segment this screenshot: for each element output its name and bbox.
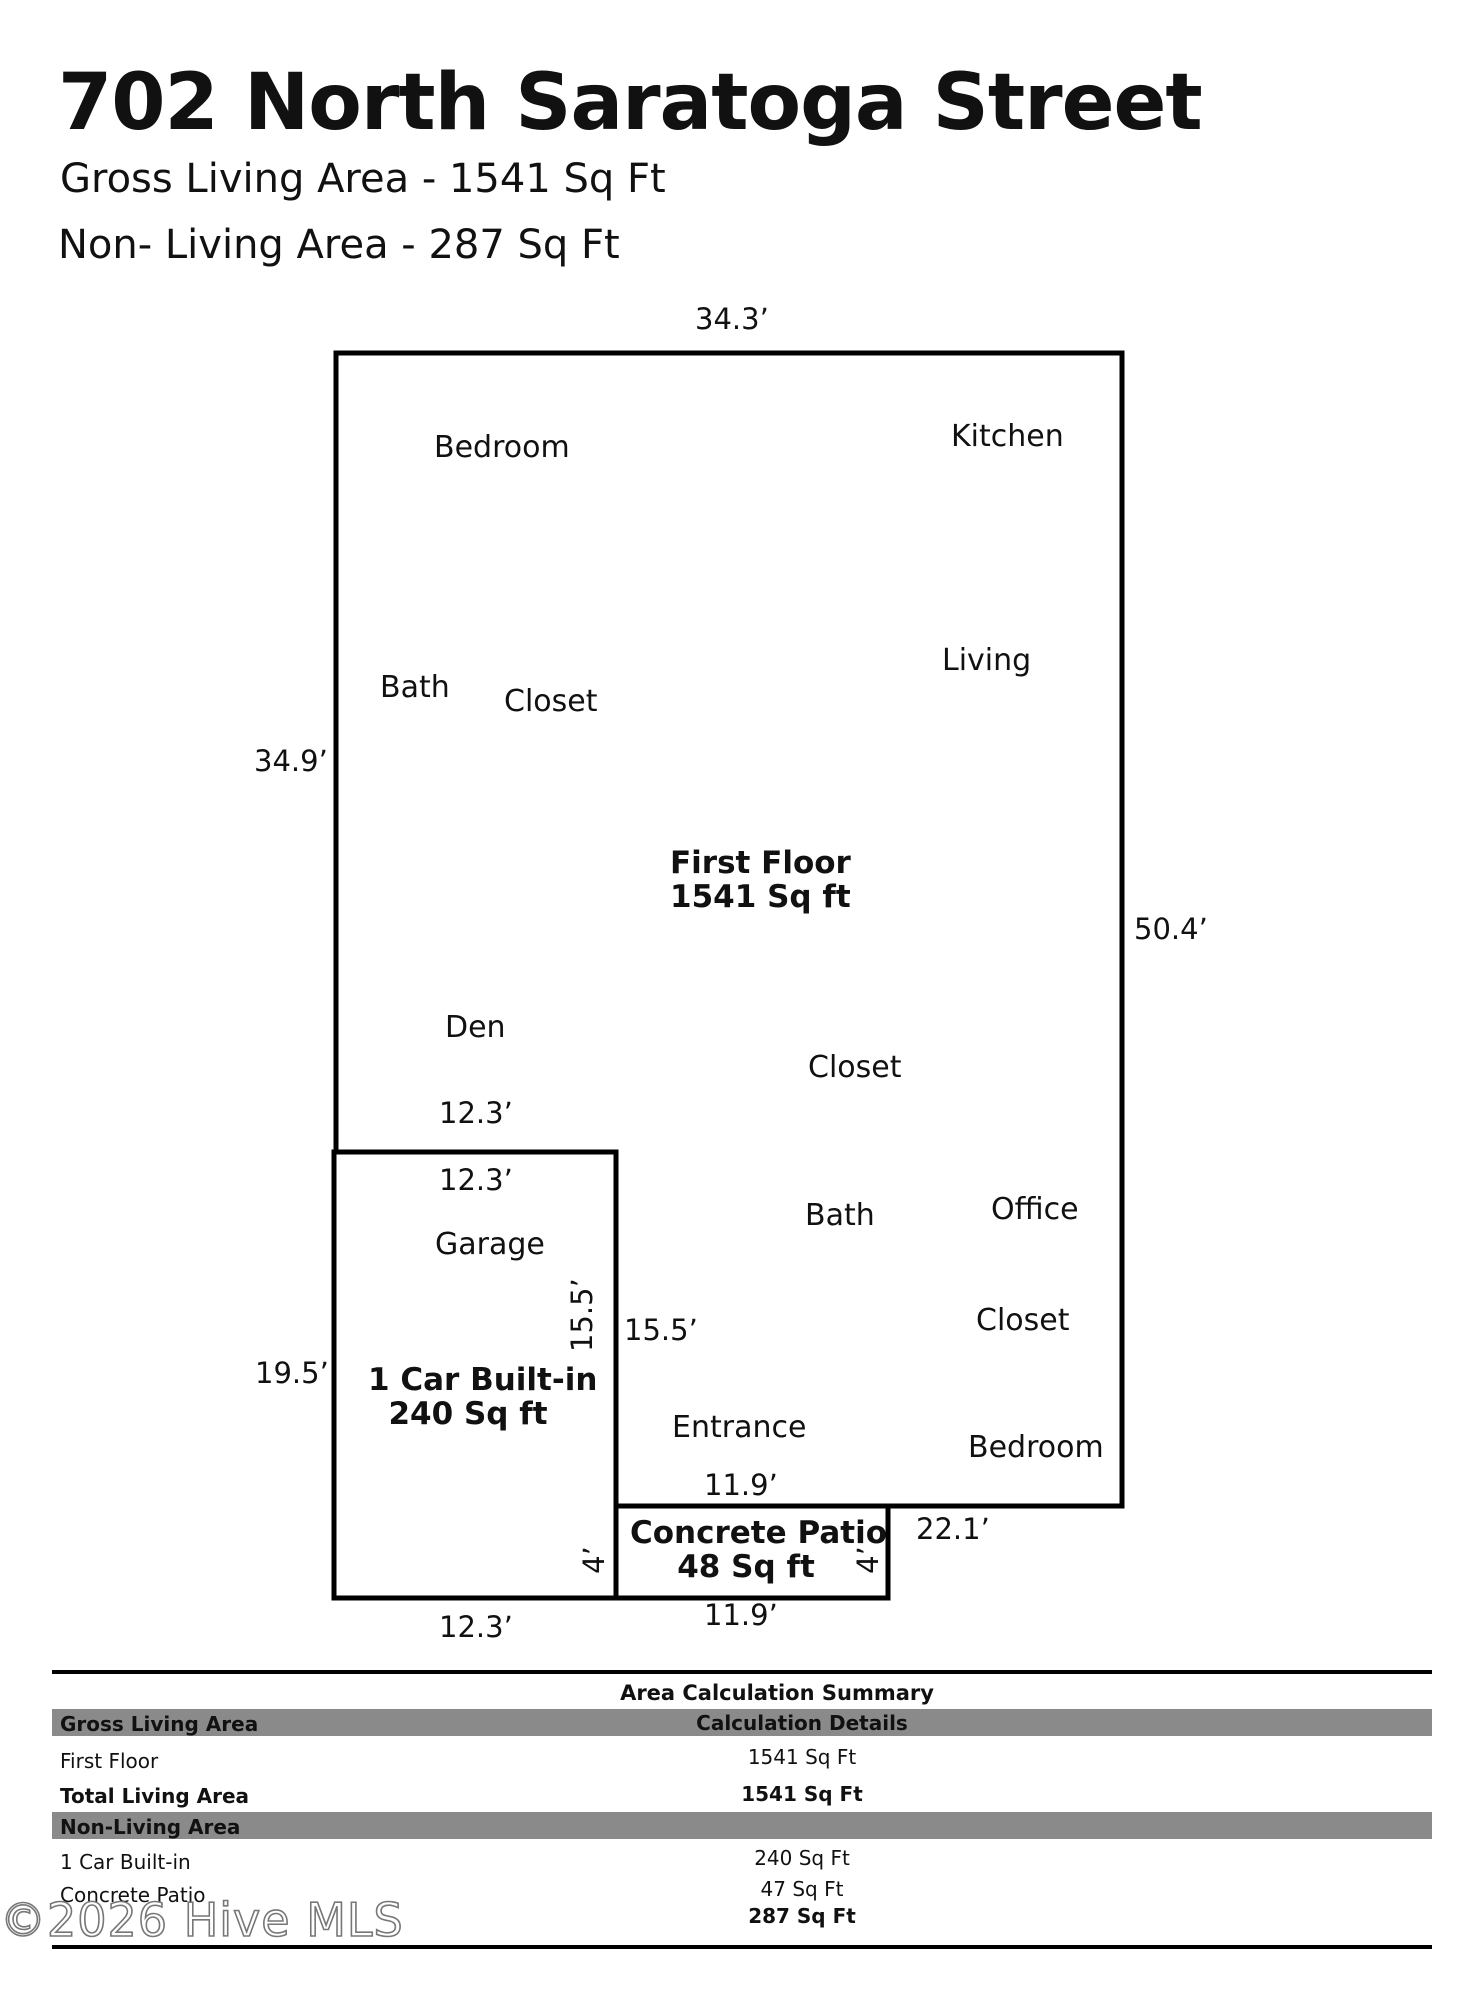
dimension-left-lower: 19.5’ [255,1356,329,1390]
row-label: Total Living Area [60,1784,250,1808]
dimension-top: 34.3’ [695,302,769,336]
summary-top-rule [52,1670,1432,1674]
patio-size: 48 Sq ft [677,1549,815,1585]
area-calculation-summary: Area Calculation Summary Gross Living Ar… [52,1670,1432,1950]
dimension-den-bottom: 12.3’ [439,1096,513,1130]
table-row: Concrete Patio 47 Sq Ft [52,1877,1432,1908]
room-bedroom-bottom: Bedroom [968,1430,1104,1465]
garage-area-label: 1 Car Built-in 240 Sq ft [368,1362,598,1432]
garage-size: 240 Sq ft [388,1396,548,1432]
dimension-entrance-left: 15.5’ [624,1313,698,1347]
dimension-bottom-right: 22.1’ [916,1512,990,1546]
row-value: 1541 Sq Ft [747,1745,857,1769]
room-entrance: Entrance [672,1410,807,1445]
row-label: 1 Car Built-in [60,1850,191,1874]
room-closet-left: Closet [504,684,598,719]
row-value: 287 Sq Ft [748,1904,856,1928]
dimension-garage-top: 12.3’ [439,1163,513,1197]
non-living-area-subtitle: Non- Living Area - 287 Sq Ft [58,222,620,268]
row-label: Concrete Patio [60,1883,206,1907]
summary-title-row: Area Calculation Summary [52,1680,1432,1706]
table-row: 1 Car Built-in 240 Sq Ft [52,1846,1432,1875]
row-value: 47 Sq Ft [760,1877,844,1901]
room-office: Office [991,1192,1079,1227]
nla-header-row: Non-Living Area [52,1812,1432,1839]
dimension-garage-small: 4’ [577,1546,611,1574]
dimension-garage-bottom: 12.3’ [439,1610,513,1644]
room-closet-mid: Closet [808,1050,902,1085]
gross-living-area-subtitle: Gross Living Area - 1541 Sq Ft [60,156,666,202]
room-bath-left: Bath [380,670,450,705]
first-floor-name: First Floor [670,845,851,881]
gla-header: Gross Living Area [60,1712,259,1736]
patio-outline [613,1503,891,1601]
gla-header-row: Gross Living Area Calculation Details [52,1709,1432,1736]
details-header: Calculation Details [696,1711,908,1735]
room-closet-right: Closet [976,1303,1070,1338]
row-label: First Floor [60,1749,159,1773]
dimension-patio-small: 4’ [851,1546,885,1574]
patio-name: Concrete Patio [630,1515,887,1551]
page-title: 702 North Saratoga Street [58,58,1203,148]
table-row: Total Living Area 1541 Sq Ft [52,1781,1432,1809]
dimension-left-upper: 34.9’ [254,744,328,778]
room-bath-right: Bath [805,1198,875,1233]
garage-name: 1 Car Built-in [368,1362,598,1398]
summary-bottom-rule [52,1945,1432,1949]
room-living: Living [942,643,1032,678]
nla-header: Non-Living Area [60,1815,241,1839]
summary-title: Area Calculation Summary [620,1681,934,1705]
room-garage: Garage [435,1227,545,1262]
garage-outline [331,1149,619,1601]
room-den: Den [445,1010,506,1045]
patio-area-label: Concrete Patio 48 Sq ft [630,1515,887,1585]
table-row: First Floor 1541 Sq Ft [52,1745,1432,1774]
row-value: 1541 Sq Ft [741,1782,863,1806]
room-bedroom-top: Bedroom [434,430,570,465]
dimension-patio-top: 11.9’ [704,1468,778,1502]
watermark: ©2026 Hive MLS [0,1892,404,1948]
dimension-garage-right-vertical: 15.5’ [565,1278,599,1352]
dimension-patio-bottom: 11.9’ [704,1598,778,1632]
table-row: 287 Sq Ft [52,1904,1432,1936]
dimension-right: 50.4’ [1134,912,1208,946]
first-floor-size: 1541 Sq ft [670,879,851,915]
first-floor-area-label: First Floor 1541 Sq ft [670,845,851,915]
room-kitchen: Kitchen [951,419,1064,454]
row-value: 240 Sq Ft [754,1846,850,1870]
